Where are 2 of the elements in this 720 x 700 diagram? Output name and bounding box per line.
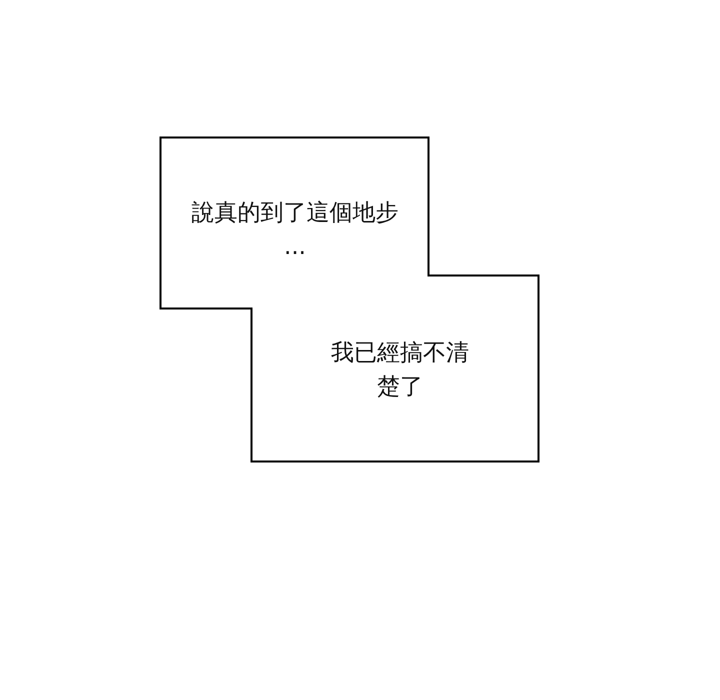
caption-text: 我已經搞不清楚了 xyxy=(325,336,475,404)
caption-text: 說真的到了這個地步 ... xyxy=(190,196,400,264)
